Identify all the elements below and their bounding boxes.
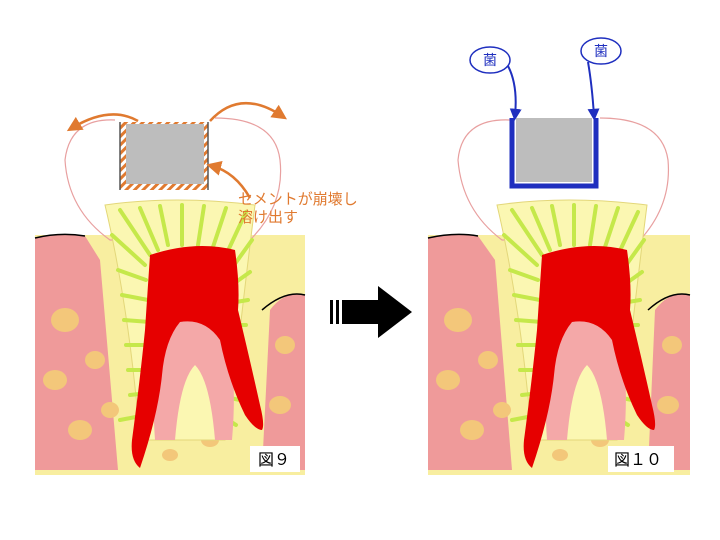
left-figure-label: 図９ <box>258 450 290 469</box>
gum-left <box>35 234 118 470</box>
arrow-right-icon <box>330 286 412 338</box>
bacteria-left: 菌 <box>469 46 522 121</box>
right-panel: 菌 菌 図１０ <box>427 37 691 475</box>
bacteria-gap-border <box>509 118 599 189</box>
right-figure-label: 図１０ <box>614 450 662 469</box>
left-caption-line2: 溶け出す <box>238 208 298 226</box>
gum-right <box>262 294 305 470</box>
left-pulp <box>131 246 264 468</box>
bacteria-label-left: 菌 <box>483 53 497 69</box>
left-arrow-out-left-icon <box>66 113 139 132</box>
left-figure-label-box <box>250 446 300 472</box>
left-filling <box>119 122 209 190</box>
right-figure-label-box <box>608 446 674 472</box>
filling-core <box>516 118 592 182</box>
left-arrow-out-right-icon <box>209 102 287 122</box>
bacteria-arrow-left-icon <box>507 65 522 121</box>
bone-spots <box>43 308 295 461</box>
filling-core <box>126 124 204 184</box>
bacteria-label-right: 菌 <box>594 44 608 60</box>
right-pulp <box>523 246 656 468</box>
left-caption-line1: セメントが崩壊し <box>238 190 358 208</box>
left-panel: セメントが崩壊し 溶け出す 図９ <box>34 102 358 475</box>
left-inner-root <box>153 311 234 440</box>
bacteria-arrow-right-icon <box>587 61 600 121</box>
left-arrow-caption-pointer-icon <box>206 161 252 199</box>
bacteria-right: 菌 <box>580 37 622 121</box>
right-filling <box>509 118 599 189</box>
right-inner-root <box>545 311 626 440</box>
